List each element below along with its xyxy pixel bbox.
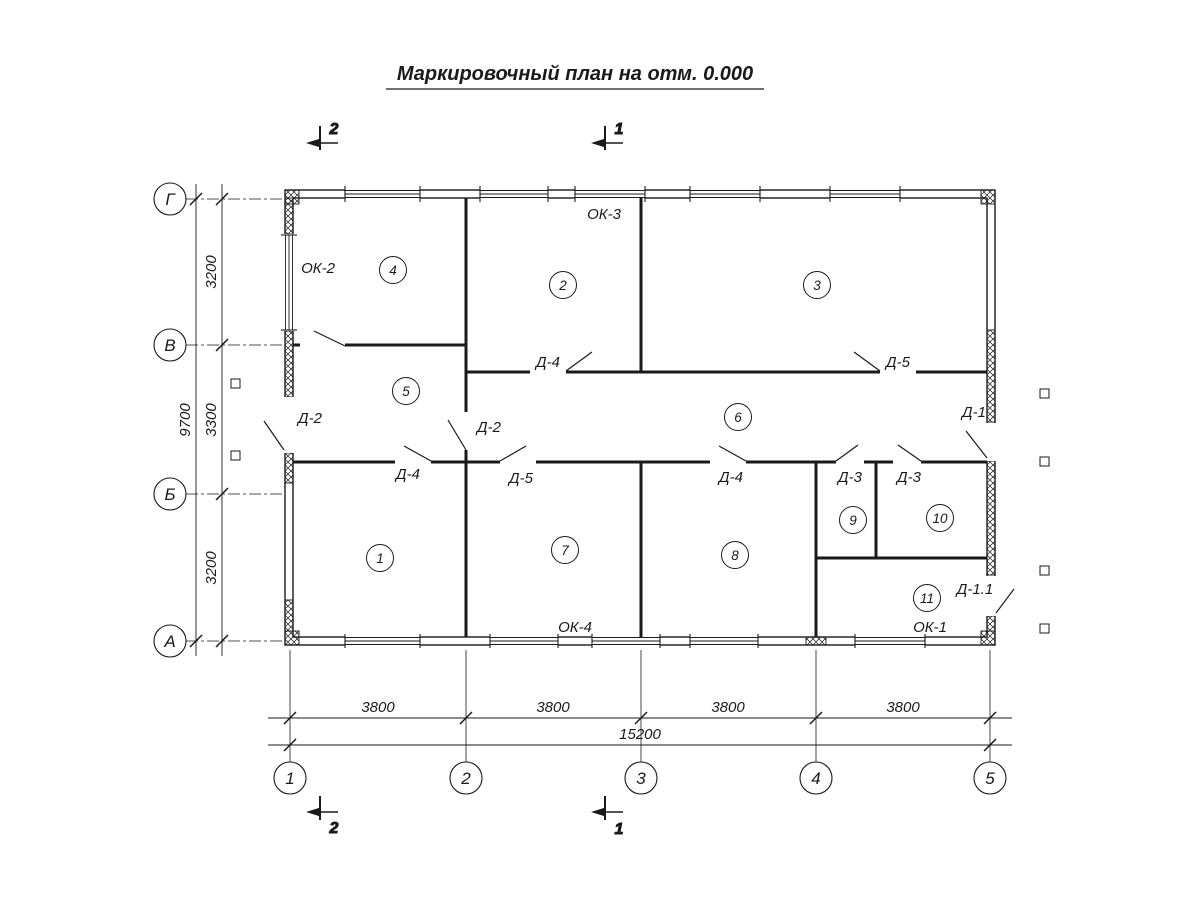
door-label: Д-3 [836,469,863,486]
window-glyphs [281,186,926,648]
room-number: 9 [849,513,857,528]
room-number: 6 [734,410,742,425]
room-number: 11 [920,591,934,606]
section-number: 2 [329,121,339,138]
axis-label: 1 [285,769,294,788]
room-bubble [721,541,749,569]
page-title: Маркировочный план на отм. 0.000 [397,63,753,85]
axis-label: А [163,632,175,651]
room-bubble [392,377,420,405]
door-label: Д-4 [394,466,420,483]
room-bubble [379,256,407,284]
axis-bubble [273,761,307,795]
dim-segment: 3200 [203,255,220,289]
section-marks: 2 1 2 1 [306,121,624,839]
room-bubble [926,504,954,532]
axis-label: 3 [636,769,646,788]
axis-label: Г [165,190,176,209]
axis-bubble [153,624,187,658]
axis-bubble [799,761,833,795]
room-bubble [803,271,831,299]
section-arrow-icon [591,807,605,817]
door-label: Д-3 [895,469,922,486]
dim-segment: 3800 [361,699,395,716]
room-number: 7 [561,543,569,558]
room-number: 3 [813,278,821,293]
dim-segment: 3800 [886,699,920,716]
room-number: 1 [376,551,384,566]
door-label: Д-2 [475,419,502,436]
axis-label: 5 [985,769,995,788]
door-label: Д-4 [534,354,560,371]
room-numbers: 1 2 3 4 5 6 7 8 9 10 11 [366,256,954,612]
section-number: 1 [615,821,624,838]
section-arrow-icon [306,138,320,148]
axis-bubble [153,328,187,362]
wall-piers-hatch [284,189,996,646]
room-number: 5 [402,384,410,399]
room-number: 8 [731,548,739,563]
interior-walls [293,198,987,637]
room-bubble [913,584,941,612]
door-label: Д-1.1 [955,581,993,598]
dim-segment: 3200 [203,551,220,585]
axis-label: 2 [460,769,471,788]
axis-bubble [973,761,1007,795]
room-bubble [366,544,394,572]
dimension-lines [189,184,1012,752]
door-label: Д-1 [960,404,986,421]
section-arrow-icon [306,807,320,817]
axis-bubble [153,477,187,511]
dim-segment: 3800 [711,699,745,716]
section-number: 2 [329,820,339,837]
dimension-ticks [189,192,997,752]
porch-posts [230,378,1050,634]
axis-bubble [624,761,658,795]
window-label: ОК-4 [558,619,592,636]
room-bubble [551,536,579,564]
door-label: Д-5 [507,470,534,487]
window-label: ОК-3 [587,206,622,223]
bottom-windows [344,634,926,648]
room-number: 2 [558,278,567,293]
section-arrow-icon [591,138,605,148]
dim-segment: 3800 [536,699,570,716]
axis-labels: 1 2 3 4 5 Г В Б А [163,190,995,788]
window-labels: ОК-2 ОК-3 ОК-4 ОК-1 [301,206,947,636]
section-number: 1 [615,121,624,138]
room-bubble [549,271,577,299]
top-windows [344,186,901,202]
room-bubble [839,506,867,534]
section-mark-1-top: 1 [591,121,624,150]
section-mark-2-bottom: 2 [306,796,339,838]
title-group: Маркировочный план на отм. 0.000 [386,63,764,90]
axis-label: В [164,336,175,355]
room-bubble [724,403,752,431]
door-leaves [263,330,1015,614]
dim-segment: 3300 [203,403,220,437]
axis-bubble [449,761,483,795]
axis-bubble [153,182,187,216]
window-label: ОК-2 [301,260,336,277]
axis-label: Б [164,485,175,504]
axis-label: 4 [811,769,820,788]
dimension-texts: 3800 3800 3800 3800 15200 3200 3300 3200… [177,255,920,743]
dim-total-width: 15200 [619,726,661,743]
door-label: Д-2 [296,410,323,427]
room-number: 4 [389,263,397,278]
axis-circles [153,182,1007,795]
axis-lines [186,198,991,762]
dim-total-height: 9700 [177,403,194,437]
section-mark-1-bottom: 1 [591,796,624,839]
room-number: 10 [932,511,948,526]
door-label: Д-4 [717,469,743,486]
door-label: Д-5 [884,354,911,371]
door-labels: Д-4 Д-5 Д-2 Д-2 Д-1 Д-4 Д-5 Д-4 Д-3 Д-3 … [296,354,993,598]
section-mark-2-top: 2 [306,121,339,150]
window-label: ОК-1 [913,619,947,636]
